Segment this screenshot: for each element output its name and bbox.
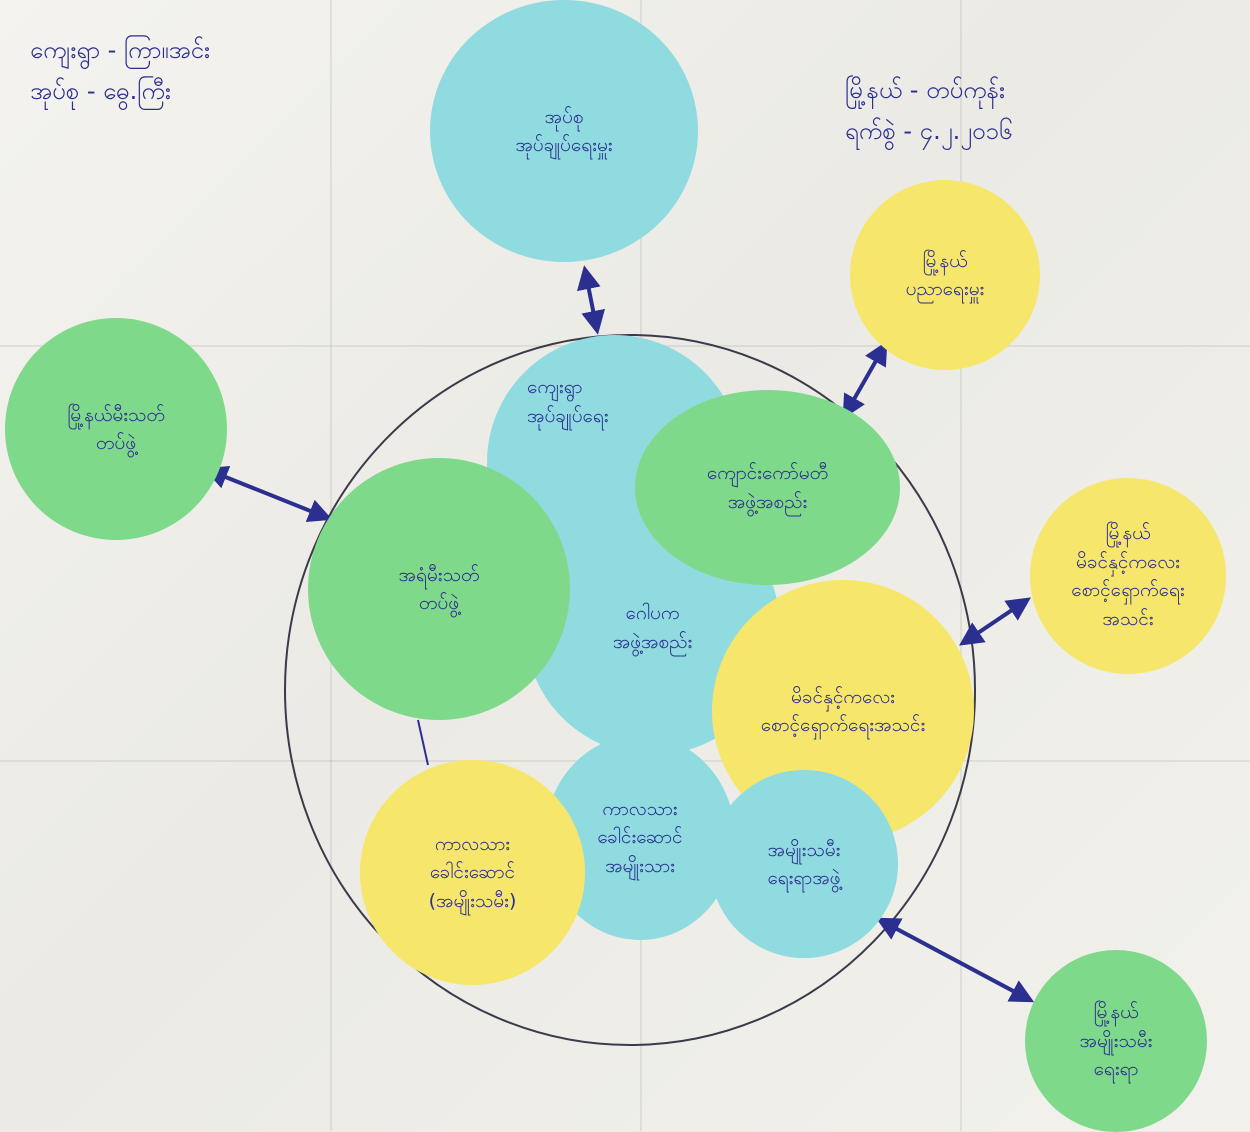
arrow-right xyxy=(959,597,1031,646)
youth-leader-women-circle: ကာလသား ခေါင်းဆောင် (အမျိုးသမီး) xyxy=(360,760,585,985)
arrow-top-right xyxy=(842,340,888,420)
circle-text: စောင့်ရှောက်ရေးအသင်း xyxy=(760,714,926,736)
circle-text: ပညာရေးမှူး xyxy=(905,278,985,300)
circle-text: အုပ်ချုပ်ရေး xyxy=(527,404,609,427)
circle-text: စောင့်ရှောက်ရေး xyxy=(1071,579,1185,601)
circle-text: (အမျိုးသမီး) xyxy=(428,889,517,912)
circle-text: ကာလသား xyxy=(602,797,678,820)
arrow-left xyxy=(203,465,333,523)
circle-text: ရေးရာအဖွဲ့ xyxy=(767,867,841,889)
date-line: ရက်စွဲ - ၄.၂.၂၀၁၆ xyxy=(845,116,1013,145)
circle-text: အမျိုးသား xyxy=(605,854,675,877)
township-fire-brigade-circle: မြို့နယ်မီးသတ် တပ်ဖွဲ့ xyxy=(5,318,227,540)
circle-text: အမျိုးသမီး xyxy=(1079,1029,1153,1052)
circle-text: မြို့နယ် xyxy=(922,249,968,272)
circle-text: အုပ်ချုပ်ရေးမှူး xyxy=(515,134,613,156)
reserve-fire-brigade-circle: အရံမီးသတ် တပ်ဖွဲ့ xyxy=(308,458,570,720)
circle-text: တပ်ဖွဲ့ xyxy=(95,432,137,454)
township-gad-circle: အုပ်စု အုပ်ချုပ်ရေးမှူး xyxy=(430,0,698,262)
circle-text: ခေါင်းဆောင် xyxy=(429,861,516,884)
circle-text: မိခင်နှင့်ကလေး xyxy=(791,685,895,708)
tract-line: အုပ်စု - ဓွေ.ကြီး xyxy=(30,76,171,105)
arrow-bottom-right xyxy=(875,917,1035,1003)
school-committee-circle: ကျောင်းကော်မတီ အဖွဲ့အစည်း xyxy=(635,390,900,585)
circle-text: အဖွဲ့အစည်း xyxy=(612,630,693,653)
connector-line xyxy=(417,719,429,766)
circle-text: ကာလသား xyxy=(434,832,511,855)
village-line: ကျေးရွာ - ကြာ။အင်း xyxy=(30,36,211,64)
circle-text: အမျိုးသမီး xyxy=(767,838,841,861)
women-affairs-group-circle: အမျိုးသမီး ရေးရာအဖွဲ့ xyxy=(710,770,898,958)
circle-text: အရံမီးသတ် xyxy=(398,563,480,586)
paper-crease xyxy=(960,0,962,1131)
circle-text: အဖွဲ့အစည်း xyxy=(727,490,808,513)
circle-text: အသင်း xyxy=(1102,607,1154,630)
township-education-circle: မြို့နယ် ပညာရေးမှူး xyxy=(850,180,1040,370)
circle-text: မြို့နယ်မီးသတ် xyxy=(67,403,165,426)
village-info-note: ကျေးရွာ - ကြာ။အင်း အုပ်စု - ဓွေ.ကြီး xyxy=(30,30,210,112)
circle-text: အုပ်စု xyxy=(544,105,584,128)
circle-text: ကျေးရွာ xyxy=(527,376,583,398)
circle-text: မြို့နယ် xyxy=(1093,1001,1139,1024)
township-women-affairs-circle: မြို့နယ် အမျိုးသမီး ရေးရာ xyxy=(1025,950,1207,1132)
circle-text: ခေါင်းဆောင် xyxy=(597,826,683,849)
township-info-note: မြို့နယ် - တပ်ကုန်း ရက်စွဲ - ၄.၂.၂၀၁၆ xyxy=(845,70,1013,152)
township-mch-association-circle: မြို့နယ် မိခင်နှင့်ကလေး စောင့်ရှောက်ရေး … xyxy=(1030,478,1226,674)
circle-text: တပ်ဖွဲ့ xyxy=(418,592,460,614)
circle-text: မြို့နယ် xyxy=(1105,522,1151,544)
circle-text: ရေးရာ xyxy=(1093,1058,1139,1081)
township-line: မြို့နယ် - တပ်ကုန်း xyxy=(845,76,1006,104)
arrow-top xyxy=(576,265,606,335)
circle-text: ဂေါပက xyxy=(625,602,680,624)
circle-text: မိခင်နှင့်ကလေး xyxy=(1076,550,1180,573)
circle-text: ကျောင်းကော်မတီ xyxy=(706,462,829,484)
